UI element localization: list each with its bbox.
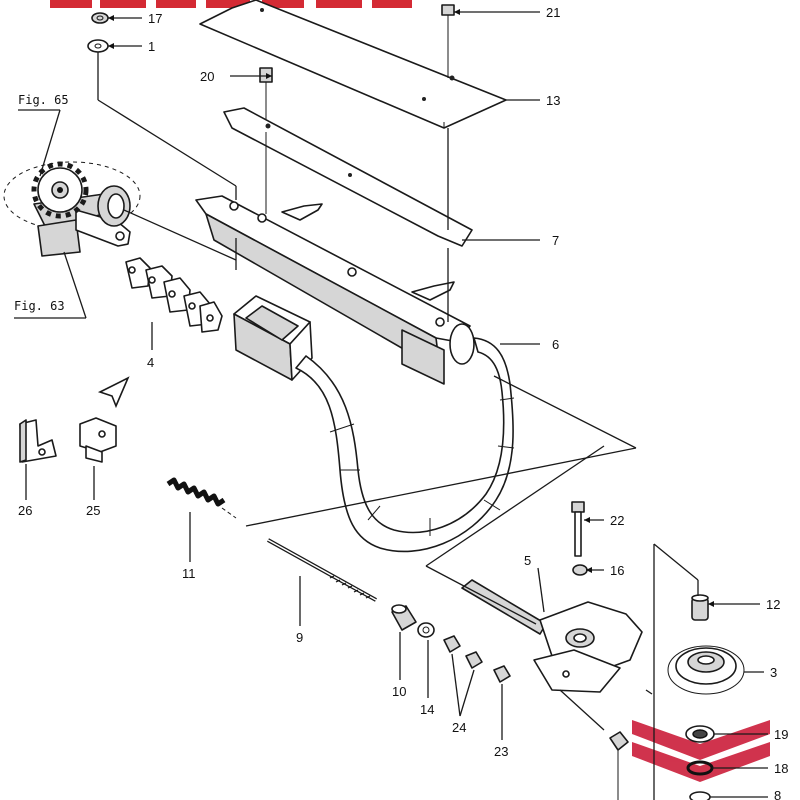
- leader-arrowheads: [108, 9, 714, 607]
- callout-3: 3: [770, 665, 777, 680]
- callout-labels: 17 1 20 21 13 7 6 4 26 25 11 9 10 14 24 …: [14, 5, 788, 800]
- callout-1: 1: [148, 39, 155, 54]
- bolt-21: [441, 4, 455, 78]
- pivot-assembly: [461, 579, 643, 693]
- callout-6: 6: [552, 337, 559, 352]
- pin-12: [691, 594, 709, 621]
- callout-22: 22: [610, 513, 624, 528]
- washer-8: [689, 791, 711, 800]
- callout-14: 14: [420, 702, 434, 717]
- callout-4: 4: [147, 355, 154, 370]
- roller-3: [667, 645, 745, 695]
- bushing-10: [391, 604, 417, 631]
- leader-lines: [14, 11, 768, 800]
- callout-24: 24: [452, 720, 466, 735]
- threaded-rod-9: [267, 538, 377, 602]
- mount-bracket: [233, 295, 313, 381]
- figure-ref-65: Fig. 65: [18, 93, 69, 107]
- callout-11: 11: [182, 566, 196, 581]
- callout-8: 8: [774, 788, 781, 800]
- guide-rail: [223, 107, 473, 247]
- callout-19: 19: [774, 727, 788, 742]
- nut-24a: [443, 635, 461, 653]
- callout-26: 26: [18, 503, 32, 518]
- callout-13: 13: [546, 93, 560, 108]
- callout-16: 16: [610, 563, 624, 578]
- callout-12: 12: [766, 597, 780, 612]
- callout-7: 7: [552, 233, 559, 248]
- nut-24b: [465, 651, 483, 669]
- bolt-22: [571, 501, 585, 557]
- sprocket-assembly: [3, 161, 141, 257]
- callout-10: 10: [392, 684, 406, 699]
- callout-20: 20: [200, 69, 214, 84]
- link-part-26: [19, 419, 57, 463]
- figure-ref-63: Fig. 63: [14, 299, 65, 313]
- callout-9: 9: [296, 630, 303, 645]
- nut-23: [493, 665, 511, 683]
- callout-17: 17: [148, 11, 162, 26]
- washer-14: [417, 622, 435, 638]
- callout-5: 5: [524, 553, 531, 568]
- bearing-19: [685, 725, 715, 743]
- chain-links: [125, 257, 223, 333]
- nut-16: [572, 564, 588, 576]
- red-logo-watermark: [50, 0, 412, 8]
- callout-25: 25: [86, 503, 100, 518]
- callout-18: 18: [774, 761, 788, 776]
- top-cover-plate: [199, 0, 507, 129]
- spring-part-11: [166, 477, 237, 519]
- main-arm: [195, 195, 475, 385]
- hose-loop: [295, 337, 515, 553]
- nut-bottom: [609, 731, 629, 800]
- callout-21: 21: [546, 5, 560, 20]
- direction-arrow-icon: [97, 376, 130, 409]
- washer-17: [91, 12, 109, 24]
- link-part-25: [79, 417, 117, 463]
- callout-23: 23: [494, 744, 508, 759]
- washer-1: [87, 39, 109, 53]
